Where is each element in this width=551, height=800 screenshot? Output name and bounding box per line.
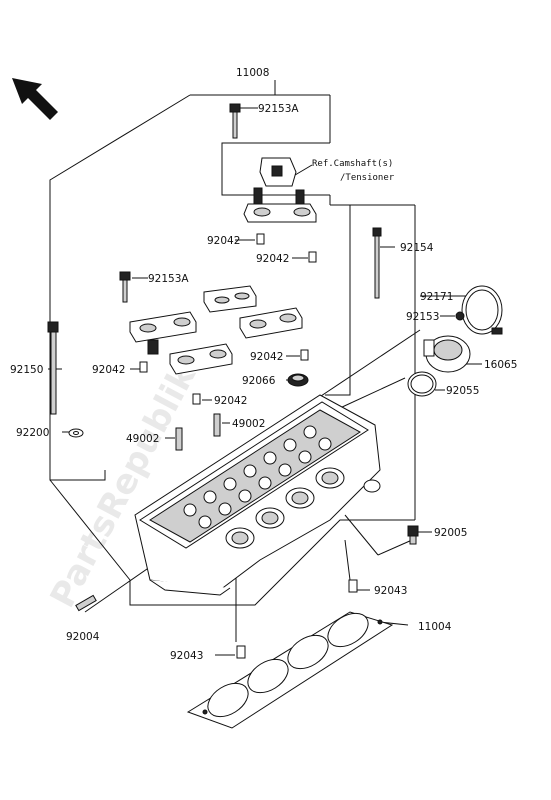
clamp-92171 (461, 285, 503, 335)
camshaft-holder-2 (203, 285, 257, 313)
arrow-up-left-icon (12, 78, 58, 120)
bolt-92153A-left (119, 271, 131, 303)
o-ring-92055 (407, 371, 437, 397)
label-92200: 92200 (16, 427, 49, 439)
cap-16065 (423, 335, 471, 373)
camshaft-holder-top (243, 187, 317, 223)
bolt-92153-small (455, 311, 465, 321)
washer-92200 (68, 428, 84, 438)
label-92005: 92005 (434, 527, 467, 539)
camshaft-tensioner-ref (259, 157, 297, 187)
camshaft-holder-3 (239, 307, 303, 339)
valve-lifters (183, 425, 332, 529)
label-92153: 92153 (406, 311, 439, 323)
guide-49002 (175, 413, 221, 451)
label-92153A-left: 92153A (148, 273, 189, 285)
camshaft-holder-1 (129, 311, 197, 355)
intake-ports (225, 467, 345, 549)
label-92043-right: 92043 (374, 585, 407, 597)
label-92042-c: 92042 (250, 351, 283, 363)
bolt-92153A-top (229, 103, 241, 139)
assembly-outline (49, 80, 416, 606)
label-92042-e: 92042 (214, 395, 247, 407)
label-16065: 16065 (484, 359, 517, 371)
label-92004: 92004 (66, 631, 100, 643)
head-gasket-11004 (186, 611, 394, 729)
label-92055: 92055 (446, 385, 479, 397)
dowels (139, 233, 358, 659)
label-92042-d: 92042 (92, 364, 125, 376)
stud-92004 (75, 594, 97, 612)
label-92042-a: 92042 (207, 235, 240, 247)
label-92154: 92154 (400, 242, 434, 254)
label-ref-tensioner: /Tensioner (340, 173, 395, 183)
label-92066: 92066 (242, 375, 276, 387)
label-92043-left: 92043 (170, 650, 203, 662)
label-11008: 11008 (236, 67, 269, 79)
label-92150: 92150 (10, 364, 43, 376)
label-92171: 92171 (420, 291, 453, 303)
camshaft-holder-4 (169, 343, 233, 375)
fitting-92005 (407, 525, 419, 545)
label-49002-b: 49002 (126, 433, 159, 445)
part-labels: 11008 92153A Ref.Camshaft(s) /Tensioner … (10, 67, 517, 662)
stud-92150 (47, 321, 59, 415)
label-ref-camshaft: Ref.Camshaft(s) (312, 159, 393, 169)
label-92153A-top: 92153A (258, 103, 299, 115)
label-92042-b: 92042 (256, 253, 289, 265)
label-11004: 11004 (418, 621, 452, 633)
bolt-92154-long (372, 227, 382, 299)
label-49002-a: 49002 (232, 418, 265, 430)
cylinder-head (134, 394, 381, 596)
plug-92066 (287, 373, 309, 387)
